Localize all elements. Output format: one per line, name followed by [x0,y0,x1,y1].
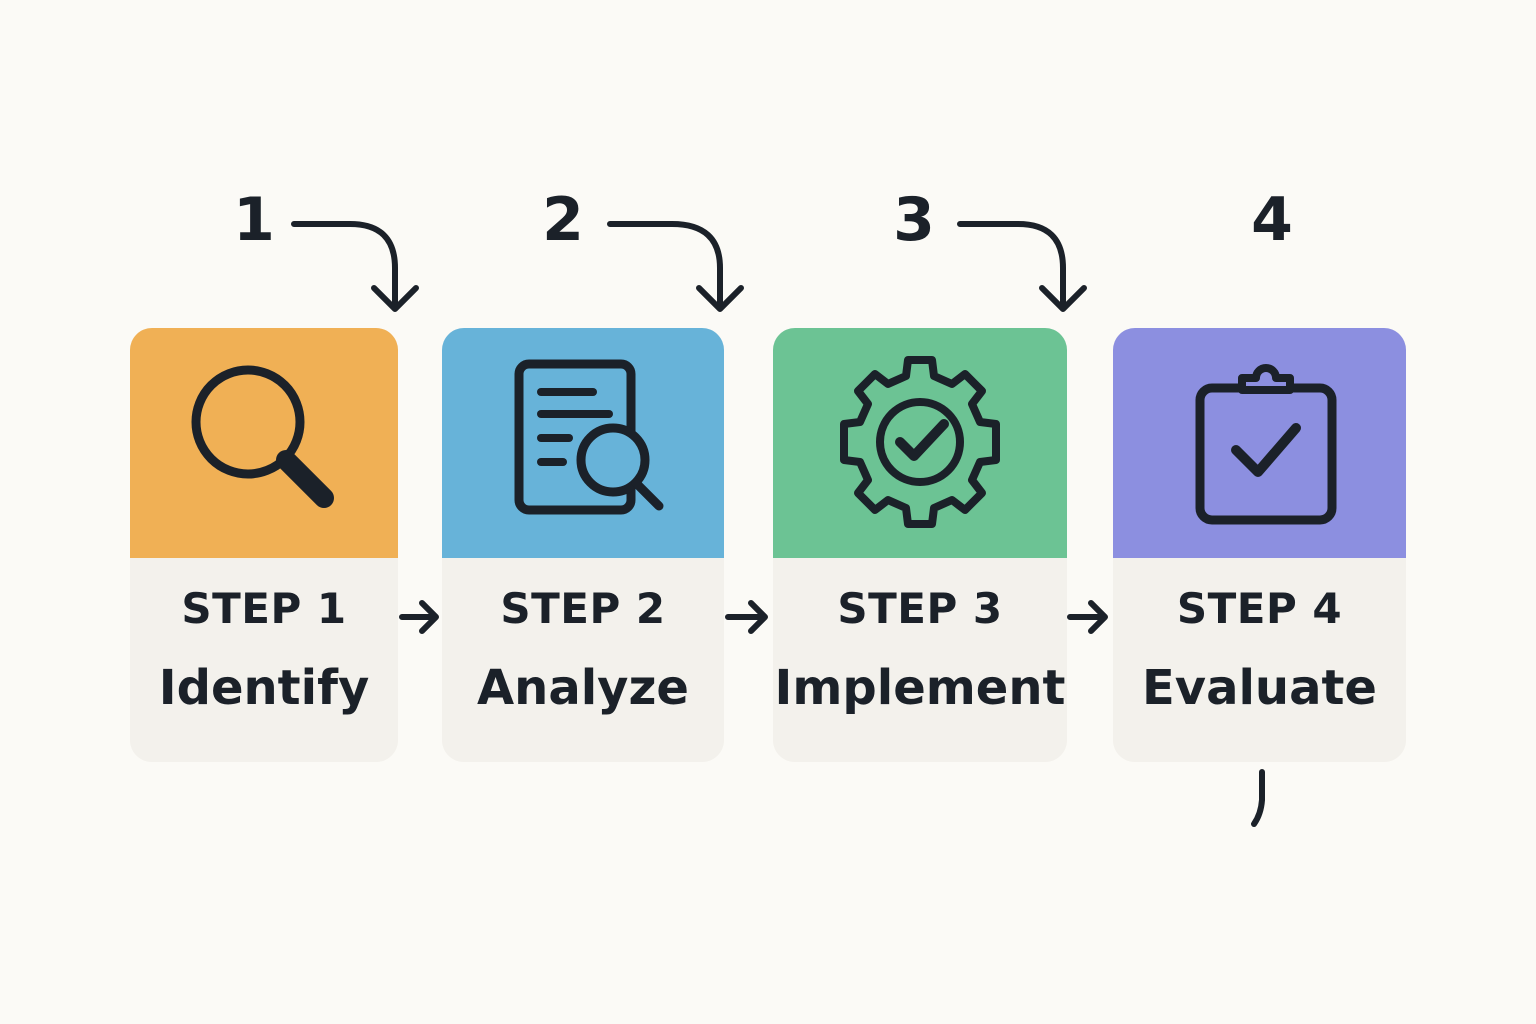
curved-arrow-1-head [371,285,419,312]
step-label-3: STEP 3 [837,584,1003,633]
step-card-4: STEP 4 Evaluate [1113,328,1406,762]
step-card-2: STEP 2 Analyze [442,328,724,762]
step-card-3-body: STEP 3 Implement [773,558,1067,762]
step-name-3: Implement [774,660,1066,716]
step-card-1: STEP 1 Identify [130,328,398,762]
step-card-3-header [773,328,1067,558]
step-name-2: Analyze [477,660,689,716]
step-label-1: STEP 1 [181,584,347,633]
tail-stroke [1251,769,1265,827]
step-number-3: 3 [893,185,935,255]
step-card-1-header [130,328,398,558]
curved-arrow-2 [607,221,723,308]
step-card-4-body: STEP 4 Evaluate [1113,558,1406,762]
step-card-2-header [442,328,724,558]
curved-arrow-1 [291,221,398,308]
clipboard-check-icon [1195,364,1336,525]
step-label-4: STEP 4 [1176,584,1343,633]
step-arrow-2 [725,600,768,634]
step-card-2-body: STEP 2 Analyze [442,558,724,762]
step-name-4: Evaluate [1142,660,1377,716]
step-number-1: 1 [233,185,275,255]
step-arrow-1 [399,600,439,634]
step-card-3: STEP 3 Implement [773,328,1067,762]
step-number-4: 4 [1251,185,1293,255]
step-card-4-header [1113,328,1406,558]
curved-arrow-3-head [1039,285,1087,312]
magnifying-glass-icon [191,365,334,508]
step-arrow-3 [1067,600,1108,634]
step-card-1-body: STEP 1 Identify [130,558,398,762]
step-name-1: Identify [158,660,370,716]
curved-arrow-2-head [696,285,744,312]
curved-arrow-3 [957,221,1066,308]
step-label-2: STEP 2 [500,584,666,633]
document-search-icon [514,359,664,515]
gear-check-icon [840,356,1000,528]
step-number-2: 2 [542,185,584,255]
